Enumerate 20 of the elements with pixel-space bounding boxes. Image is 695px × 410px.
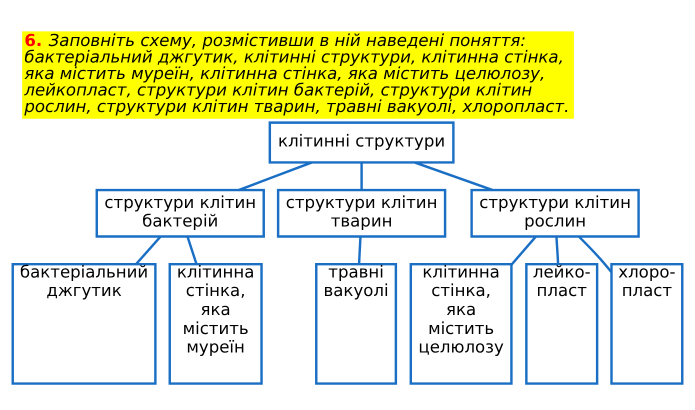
node-box: клітинна стінка, яка містить целюлозу <box>410 262 513 385</box>
connector <box>135 236 162 265</box>
node-box: лейко- пласт <box>525 262 598 385</box>
connector <box>238 161 312 192</box>
node-box: клітинна стінка, яка містить муреїн <box>168 262 263 385</box>
node-box: структури клітин бактерій <box>96 188 265 238</box>
connector <box>358 236 362 264</box>
connector <box>186 236 198 264</box>
node-box: бактеріальний джгутик <box>12 262 157 385</box>
node-box: структури клітин тварин <box>276 188 446 238</box>
node-box: структури клітин рослин <box>470 188 640 238</box>
connector <box>555 236 560 264</box>
connector <box>510 236 537 266</box>
diagram-title: 6. Заповніть схему, розмістивши в ній наведені поняття: бактеріальний джгутик, клітинні структури, клітинна стінка, яка містить муреїн, клітинна стінка, яка містить целюлозу, лейкопласт, структури клітин бактерій, структури клітин рослин, структури клітин тварин, травні вакуолі, хлоропласт. <box>24 30 570 116</box>
connector <box>360 162 363 190</box>
node-box: клітинні структури <box>268 121 455 164</box>
connector <box>414 161 494 192</box>
node-box: травні вакуолі <box>315 262 398 385</box>
node-box: хлоро- пласт <box>610 262 684 385</box>
connector <box>578 236 612 273</box>
